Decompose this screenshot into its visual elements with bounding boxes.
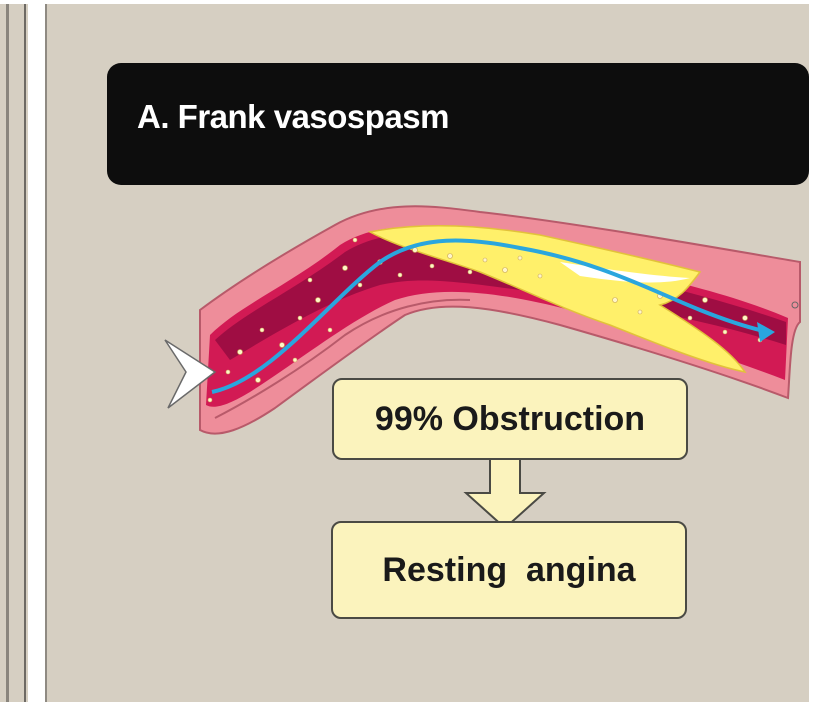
down-arrow bbox=[466, 455, 544, 528]
obstruction-label-box: 99% Obstruction bbox=[332, 378, 688, 460]
obstruction-label: 99% Obstruction bbox=[375, 400, 645, 439]
outcome-label: Resting angina bbox=[382, 551, 635, 590]
outcome-label-box: Resting angina bbox=[331, 521, 687, 619]
